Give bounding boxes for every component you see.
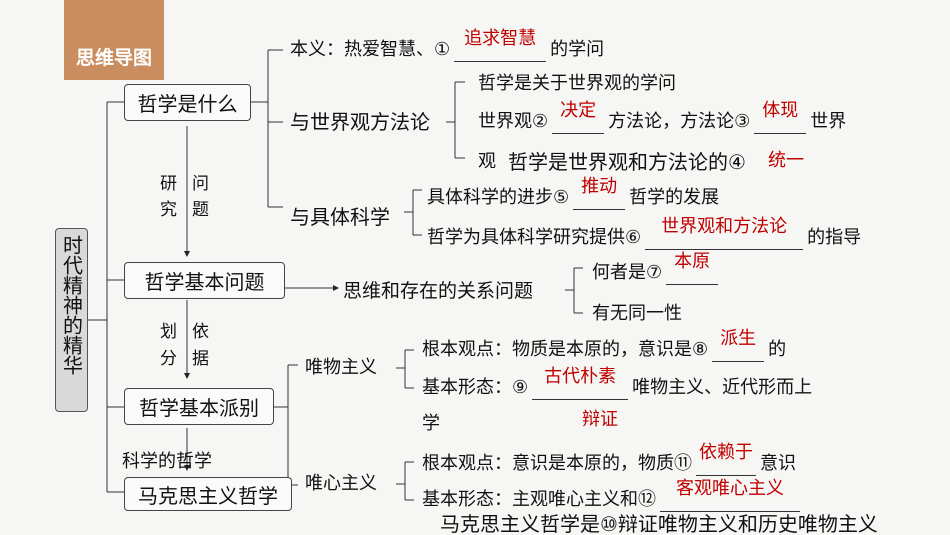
science-label: 与具体科学 xyxy=(290,205,390,229)
text: 的学问 xyxy=(550,39,605,60)
answer: 决定 xyxy=(560,100,597,121)
arrow-label: 题 xyxy=(192,200,209,220)
text: 本义：热爱智慧、① xyxy=(290,39,451,60)
arrow-label: 依 xyxy=(192,322,209,342)
arrow-label: 划 xyxy=(160,322,177,342)
answer-blank-5: 推动 xyxy=(573,176,626,210)
answer: 依赖于 xyxy=(699,442,753,463)
arrow-label: 究 xyxy=(160,200,177,220)
arrow-label: 分 xyxy=(160,349,177,369)
worldview-line-3: 观 xyxy=(478,151,496,172)
text: 基本形态：⑨ xyxy=(422,377,529,398)
question-main: 思维和存在的关系问题 xyxy=(343,280,534,302)
worldview-label: 与世界观方法论 xyxy=(290,110,430,134)
arrow-label: 据 xyxy=(192,349,209,369)
idealism-label: 唯心主义 xyxy=(305,473,377,494)
answer-blank-1: 追求智慧 xyxy=(454,28,547,62)
root-node: 时代精神的精华 xyxy=(55,228,88,412)
answer: 推动 xyxy=(581,176,618,197)
node-marxist-philosophy[interactable]: 马克思主义哲学 xyxy=(124,477,292,511)
arrow-label: 研 xyxy=(160,174,177,194)
answer-blank-12: 客观唯心主义 xyxy=(660,478,800,512)
answer-blank-9: 古代朴素 xyxy=(532,366,629,400)
answer-blank-3: 体现 xyxy=(754,100,807,134)
text: 世界观② xyxy=(478,111,549,132)
text: 世界 xyxy=(810,111,847,132)
text: 哲学的发展 xyxy=(629,187,720,208)
materialism-label: 唯物主义 xyxy=(305,357,377,378)
materialism-line-1: 根本观点：物质是本原的，意识是⑧ 派生的 xyxy=(422,328,787,362)
node-what-is-philosophy[interactable]: 哲学是什么 xyxy=(124,84,251,121)
answer-blank-8: 派生 xyxy=(712,328,765,362)
answer: 派生 xyxy=(720,328,757,349)
answer: 追求智慧 xyxy=(464,28,537,49)
text: 方法论，方法论③ xyxy=(608,111,751,132)
answer: 辩证 xyxy=(582,409,618,430)
question-line-1: 何者是⑦ 本原 xyxy=(592,251,722,285)
answer: 本原 xyxy=(674,251,711,272)
worldview-line-1: 哲学是关于世界观的学问 xyxy=(478,73,676,94)
arrow-label: 科学的哲学 xyxy=(122,451,212,472)
answer: 世界观和方法论 xyxy=(661,216,788,237)
answer: 古代朴素 xyxy=(544,366,617,387)
text: 哲学为具体科学研究提供⑥ xyxy=(427,227,642,248)
answer: 统一 xyxy=(768,150,804,171)
worldview-line-2: 世界观② 决定方法论，方法论③ 体现世界 xyxy=(478,100,847,134)
text: 何者是⑦ xyxy=(592,262,663,283)
science-line-2: 哲学为具体科学研究提供⑥ 世界观和方法论的指导 xyxy=(427,216,862,250)
text: 根本观点：意识是本原的，物质⑪ xyxy=(422,453,692,474)
node-basic-schools[interactable]: 哲学基本派别 xyxy=(124,388,274,425)
science-line-1: 具体科学的进步⑤ 推动哲学的发展 xyxy=(427,176,720,210)
text: 基本形态：主观唯心主义和⑫ xyxy=(422,489,656,510)
answer: 体现 xyxy=(762,100,799,121)
idealism-line-2: 基本形态：主观唯心主义和⑫ 客观唯心主义 xyxy=(422,478,804,512)
answer: 客观唯心主义 xyxy=(676,478,784,499)
text: 根本观点：物质是本原的，意识是⑧ xyxy=(422,339,709,360)
node-basic-question[interactable]: 哲学基本问题 xyxy=(124,262,285,299)
mind-map-title-tag: 思维导图 xyxy=(64,0,164,80)
worldview-unity-text: 哲学是世界观和方法论的④ xyxy=(508,150,746,174)
materialism-line-3: 学 xyxy=(422,413,440,434)
text: 具体科学的进步⑤ xyxy=(427,187,570,208)
root-label: 时代精神的精华 xyxy=(59,235,84,375)
text: 意识 xyxy=(760,453,796,474)
answer-blank-6: 世界观和方法论 xyxy=(645,216,804,250)
arrow-label: 问 xyxy=(192,174,209,194)
answer-blank-7: 本原 xyxy=(666,251,719,285)
text: 的指导 xyxy=(807,227,862,248)
materialism-line-2: 基本形态：⑨ 古代朴素唯物主义、近代形而上 xyxy=(422,366,813,400)
meaning-line: 本义：热爱智慧、① 追求智慧的学问 xyxy=(290,28,605,62)
idealism-line-1: 根本观点：意识是本原的，物质⑪ 依赖于意识 xyxy=(422,442,796,476)
answer-blank-2: 决定 xyxy=(552,100,605,134)
question-line-2: 有无同一性 xyxy=(592,303,682,324)
text: 唯物主义、近代形而上 xyxy=(632,377,813,398)
answer-blank-11: 依赖于 xyxy=(696,442,756,476)
marxism-nature-text: 马克思主义哲学是⑩辩证唯物主义和历史唯物主义 xyxy=(440,512,878,535)
text: 的 xyxy=(768,339,787,360)
